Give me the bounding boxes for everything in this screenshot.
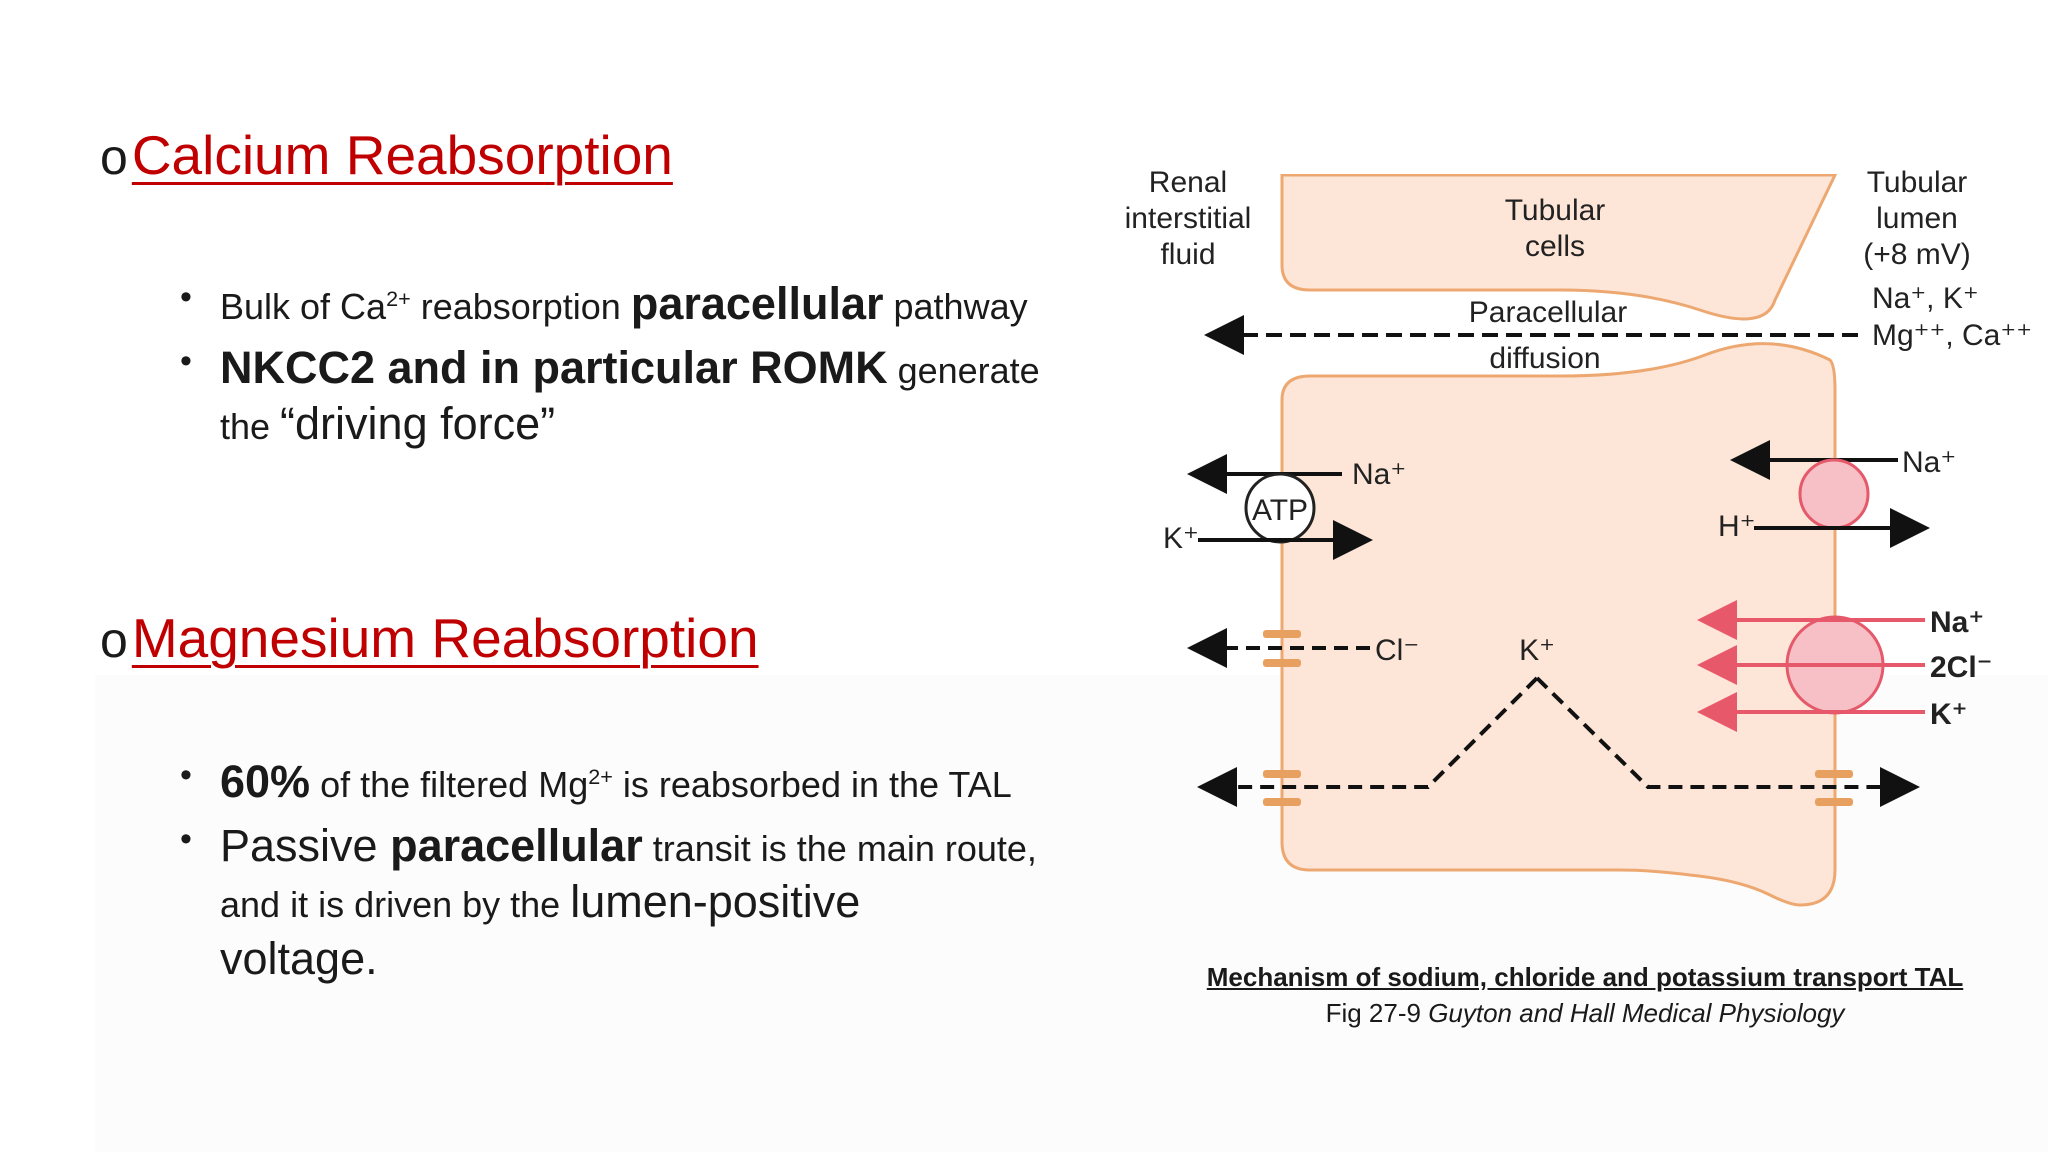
- figure-caption-title: Mechanism of sodium, chloride and potass…: [1206, 962, 1964, 992]
- h-right-label: H⁺: [1718, 510, 1756, 543]
- tubular-cells-label-1: Tubular: [1505, 194, 1606, 227]
- calcium-title: Calcium Reabsorption: [131, 124, 673, 186]
- k-path-left: [1197, 676, 1539, 807]
- calcium-bullet-list: Bulk of Ca2+ reabsorption paracellular p…: [180, 278, 1080, 453]
- magnesium-bullet-1: 60% of the filtered Mg2+ is reabsorbed i…: [180, 756, 1080, 808]
- lumen-label-1: Tubular: [1867, 166, 1968, 199]
- heading-bullet: o: [100, 612, 128, 668]
- nkcc-na-label: Na⁺: [1930, 606, 1984, 639]
- bottom-tubular-cell: [1280, 342, 1837, 907]
- figure-caption-source: Fig 27-9 Guyton and Hall Medical Physiol…: [1325, 998, 1845, 1028]
- na-right-label: Na⁺: [1902, 446, 1956, 479]
- lumen-ions-1: Na⁺, K⁺: [1872, 282, 1979, 315]
- k-left-label: K⁺: [1163, 522, 1199, 555]
- calcium-bullet-1: Bulk of Ca2+ reabsorption paracellular p…: [180, 278, 1080, 330]
- calcium-heading: oCalcium Reabsorption: [100, 128, 673, 183]
- renal-label-1: Renal: [1149, 166, 1227, 199]
- nhe-exchanger: [1798, 458, 1870, 530]
- nkcc-k-label: K⁺: [1930, 698, 1968, 731]
- renal-label-2: interstitial: [1125, 202, 1252, 235]
- lumen-label-2: lumen: [1876, 202, 1958, 235]
- k-channel-left-top: [1263, 770, 1301, 778]
- lumen-ions-2: Mg⁺⁺, Ca⁺⁺: [1872, 319, 2032, 352]
- romk-channel-bottom: [1815, 798, 1853, 806]
- k-channel-left-bottom: [1263, 798, 1301, 806]
- magnesium-heading: oMagnesium Reabsorption: [100, 611, 759, 666]
- romk-channel-top: [1815, 770, 1853, 778]
- magnesium-bullet-2: Passive paracellular transit is the main…: [180, 818, 1080, 987]
- tal-transport-diagram: Renal interstitial fluid Tubular cells T…: [1125, 150, 2032, 907]
- top-cover: [1280, 150, 1840, 174]
- paracellular-label: Paracellular: [1469, 296, 1627, 329]
- cl-channel-bottom: [1263, 659, 1301, 667]
- na-left-label: Na⁺: [1352, 458, 1406, 491]
- k-mid-label: K⁺: [1519, 634, 1555, 667]
- k-path-right: [1535, 676, 1920, 807]
- diffusion-label: diffusion: [1489, 342, 1600, 375]
- lumen-label-3: (+8 mV): [1863, 238, 1971, 271]
- heading-bullet: o: [100, 129, 128, 185]
- top-tubular-cell: [1280, 173, 1838, 321]
- cl-channel-top: [1263, 630, 1301, 638]
- tubular-cells-label-2: cells: [1525, 230, 1585, 263]
- calcium-bullet-2: NKCC2 and in particular ROMK generate th…: [180, 340, 1080, 453]
- magnesium-title: Magnesium Reabsorption: [131, 607, 759, 669]
- atp-label: ATP: [1252, 494, 1308, 527]
- nkcc-cl-label: 2Cl⁻: [1930, 651, 1993, 684]
- cl-left-label: Cl⁻: [1375, 634, 1419, 667]
- magnesium-bullet-list: 60% of the filtered Mg2+ is reabsorbed i…: [180, 756, 1080, 987]
- renal-label-3: fluid: [1160, 238, 1215, 271]
